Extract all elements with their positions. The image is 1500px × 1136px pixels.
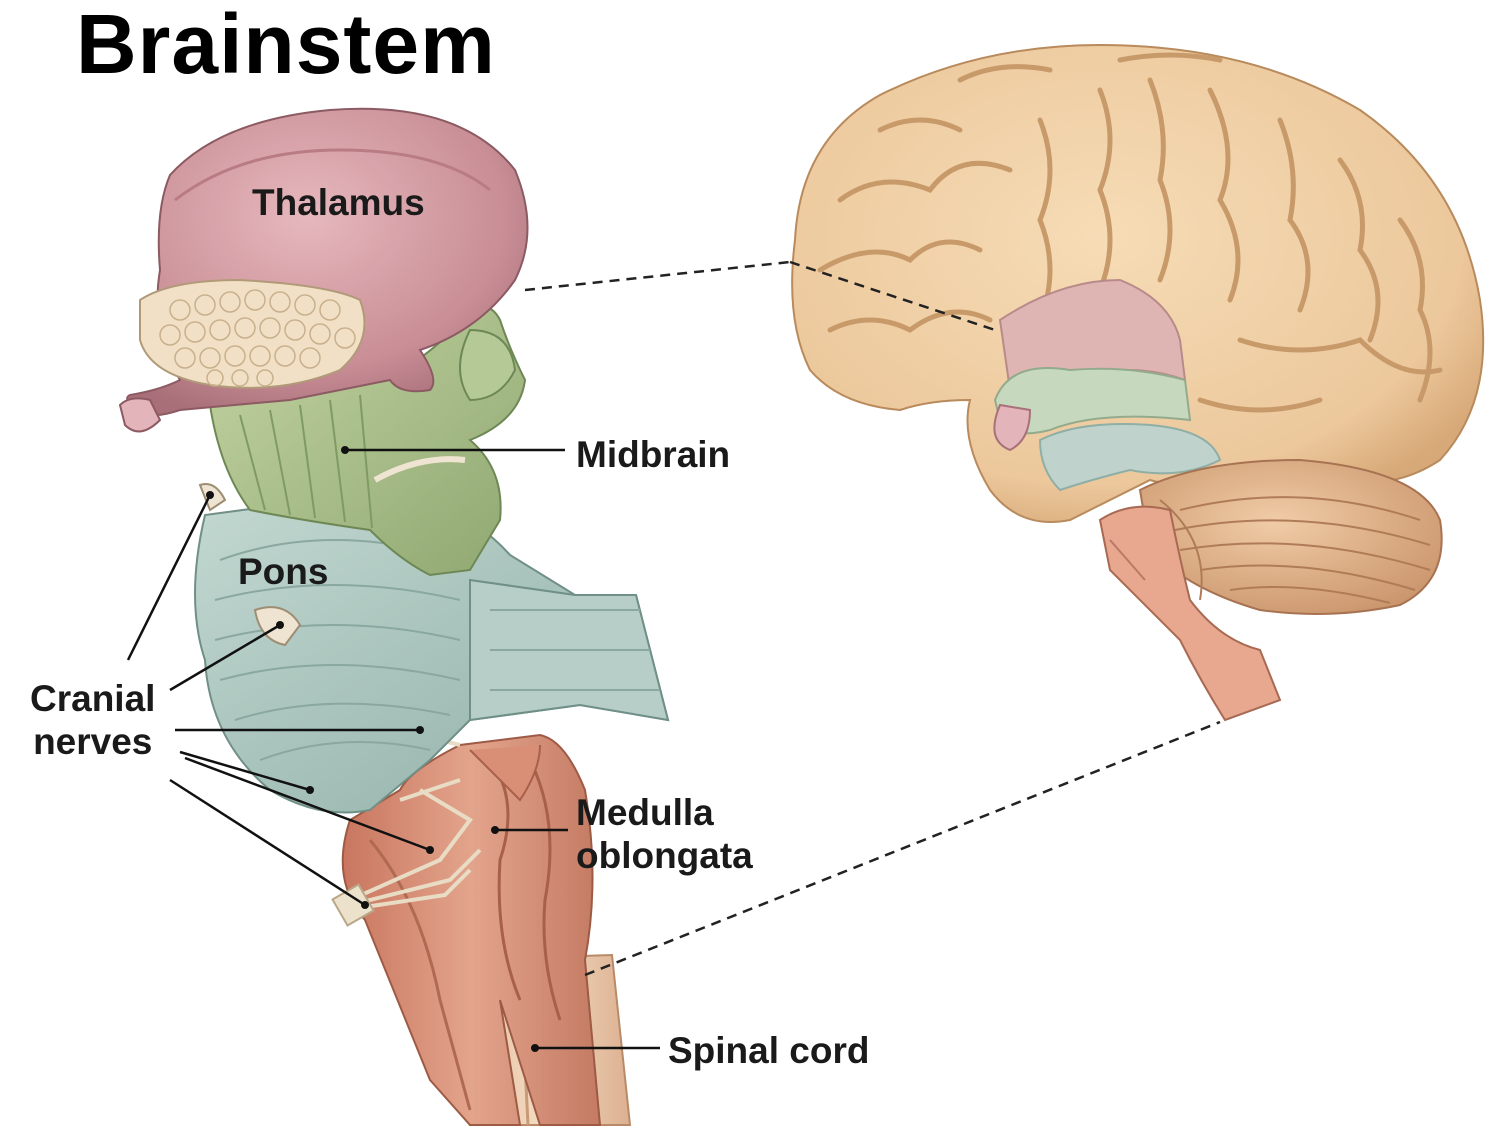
label-thalamus: Thalamus (252, 182, 425, 223)
connector-lines (524, 260, 1221, 977)
label-pons: Pons (238, 551, 329, 592)
label-medulla-oblongata: Medulla oblongata (576, 792, 753, 877)
cerebrum-shape (791, 43, 1485, 523)
label-cranial-nerves: Cranial nerves (30, 678, 155, 763)
label-medulla-line1: Medulla (576, 792, 714, 833)
leader-dots (206, 446, 539, 1052)
brain-brainstem-shape (1098, 505, 1282, 722)
label-cranial-line1: Cranial (30, 678, 156, 719)
cerebellum-shape (1138, 458, 1443, 615)
leader-lines (126, 448, 660, 1050)
label-midbrain: Midbrain (576, 434, 731, 475)
thalamus-shape (118, 107, 529, 433)
label-medulla-line2: oblongata (576, 834, 753, 876)
diagram-title: Brainstem (76, 0, 496, 91)
label-cranial-line2: nerves (33, 720, 153, 762)
medulla-oblongata-shape (341, 733, 602, 1126)
label-spinal-cord: Spinal cord (668, 1030, 870, 1071)
pons-shape (194, 483, 670, 814)
